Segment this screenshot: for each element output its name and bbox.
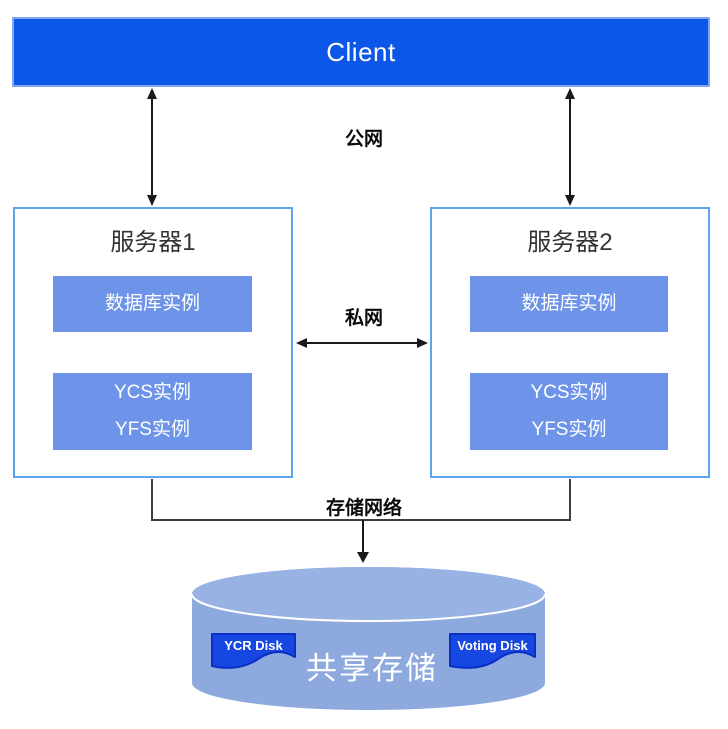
ycr-disk-shape — [211, 633, 296, 669]
client-node: Client — [12, 17, 710, 87]
server1-yfs-instance-label: YFS实例 — [115, 418, 190, 440]
server2-yfs-instance-label: YFS实例 — [531, 418, 607, 440]
ycr-disk-label: YCR Disk — [224, 638, 283, 653]
server2-ycs-instance-label: YCS实例 — [530, 382, 608, 404]
storage-network-connector — [151, 479, 571, 521]
server2-title: 服务器2 — [527, 229, 613, 256]
client-server2-arrow — [565, 88, 575, 206]
shared-storage-label: 共享存储 — [306, 651, 438, 686]
server2-database-instance: 数据库实例 — [470, 276, 668, 332]
server1-database-instance-label: 数据库实例 — [104, 292, 200, 314]
server1-ycs-instance-label: YCS实例 — [113, 382, 192, 404]
server2-database-instance-label: 数据库实例 — [521, 292, 617, 314]
storage-network-label: 存储网络 — [325, 498, 403, 519]
private-network-arrow — [296, 338, 428, 348]
server2-cluster-instances: YCS实例 YFS实例 — [470, 373, 668, 450]
client-label: Client — [326, 36, 396, 67]
voting-disk-shape — [449, 633, 536, 669]
client-server1-arrow — [147, 88, 157, 206]
server1-database-instance: 数据库实例 — [53, 276, 252, 332]
server1-cluster-instances: YCS实例 YFS实例 — [53, 373, 252, 450]
shared-storage-cylinder — [191, 567, 546, 710]
server1-title: 服务器1 — [110, 229, 196, 256]
private-network-label: 私网 — [344, 308, 384, 329]
storage-arrow — [357, 520, 369, 563]
public-network-label: 公网 — [344, 129, 384, 150]
voting-disk-label: Voting Disk — [457, 638, 528, 653]
